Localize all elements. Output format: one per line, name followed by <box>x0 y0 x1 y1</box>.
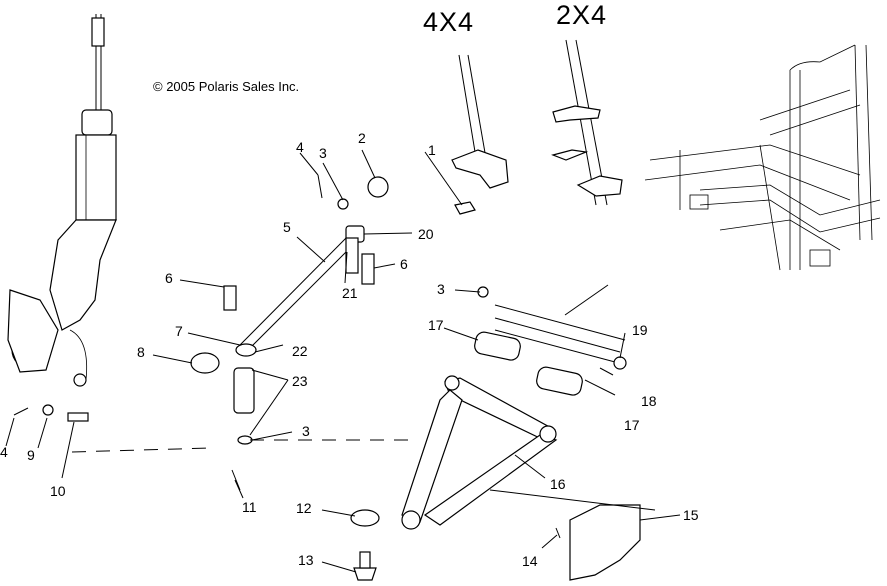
callout-13: 13 <box>298 552 314 568</box>
frame-tubes <box>451 39 623 206</box>
callout-8: 8 <box>137 344 145 360</box>
a-arm <box>231 286 641 581</box>
callout-7: 7 <box>175 323 183 339</box>
callout-15: 15 <box>683 507 699 523</box>
callout-19: 19 <box>632 322 648 338</box>
strut-assembly <box>7 14 117 387</box>
callout-9: 9 <box>27 447 35 463</box>
variant-label-4x4: 4X4 <box>423 7 474 37</box>
callout-10: 10 <box>50 483 66 499</box>
callout-3a: 3 <box>319 145 327 161</box>
callout-5: 5 <box>283 219 291 235</box>
callout-4a: 4 <box>296 139 304 155</box>
copyright-text: © 2005 Polaris Sales Inc. <box>153 79 299 94</box>
callout-2: 2 <box>358 130 366 146</box>
callout-4b: 4 <box>0 444 8 460</box>
callout-23: 23 <box>292 373 308 389</box>
callout-6b: 6 <box>400 256 408 272</box>
callout-18: 18 <box>641 393 657 409</box>
callout-21: 21 <box>342 285 358 301</box>
variant-label-2x4: 2X4 <box>556 0 607 30</box>
callout-20: 20 <box>418 226 434 242</box>
tie-rod <box>13 174 476 445</box>
callout-17b: 17 <box>624 417 640 433</box>
callout-6a: 6 <box>165 270 173 286</box>
vehicle-frame <box>644 44 881 271</box>
callout-3b: 3 <box>437 281 445 297</box>
callout-3c: 3 <box>302 423 310 439</box>
callout-11: 11 <box>242 499 257 515</box>
callout-17a: 17 <box>428 317 444 333</box>
callout-16: 16 <box>550 476 566 492</box>
callout-22: 22 <box>292 343 308 359</box>
callout-14: 14 <box>522 553 538 569</box>
callout-12: 12 <box>296 500 312 516</box>
leader-lines <box>5 149 681 573</box>
callout-1: 1 <box>428 142 436 158</box>
